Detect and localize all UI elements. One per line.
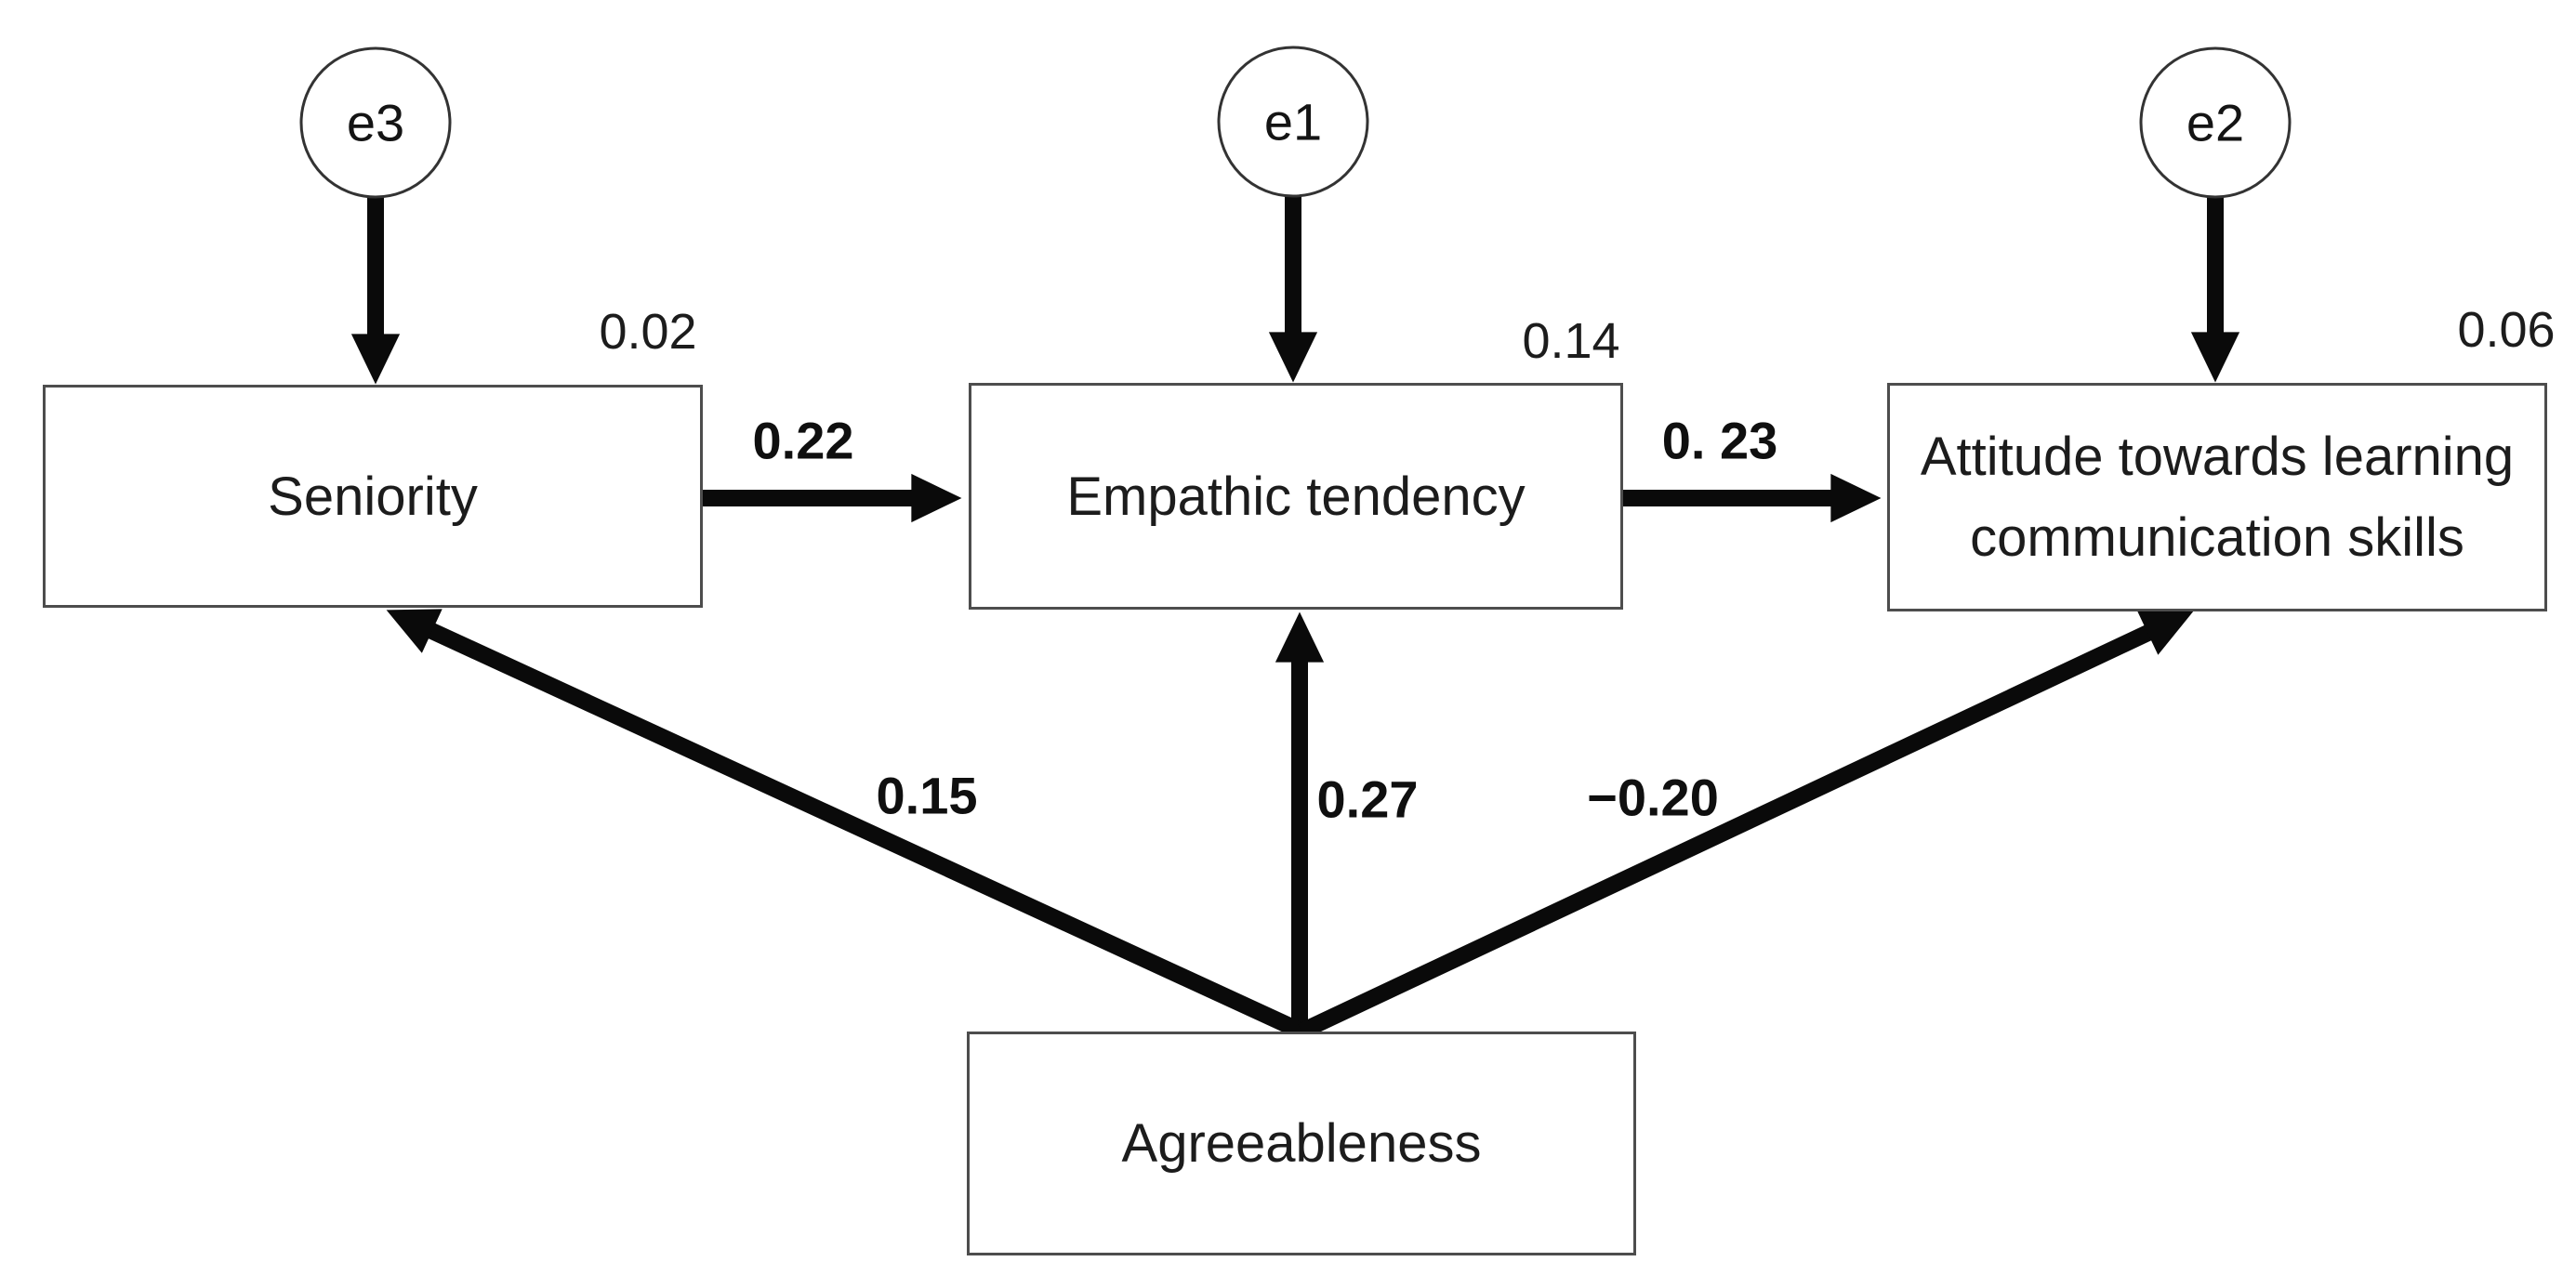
- coefficient-label-seniority-empathic: 0.22: [752, 411, 854, 470]
- variable-label-attitude-line1: Attitude towards learning: [1920, 427, 2515, 487]
- coefficient-label-agreeableness-empathic: 0.27: [1316, 769, 1419, 829]
- variable-box-empathic-tendency: Empathic tendency: [969, 383, 1623, 610]
- error-circle-e1: [1217, 46, 1369, 198]
- arrow-agreeableness-to-seniority: [386, 609, 1305, 1040]
- coefficient-label-empathic-attitude: 0. 23: [1661, 411, 1778, 470]
- arrow-agreeableness-to-attitude: [1298, 611, 2194, 1040]
- r-squared-label-empathic: 0.14: [1522, 313, 1620, 369]
- variable-label-agreeableness: Agreeableness: [1121, 1113, 1482, 1174]
- variable-label-seniority: Seniority: [268, 466, 478, 527]
- error-label-e3: e3: [346, 93, 405, 152]
- variable-label-attitude-line2: communication skills: [1970, 507, 2464, 568]
- r-squared-label-seniority: 0.02: [599, 304, 697, 360]
- error-label-e2: e2: [2186, 93, 2245, 152]
- error-circle-e3: [299, 46, 452, 199]
- r-squared-label-attitude: 0.06: [2457, 302, 2556, 358]
- coefficient-label-agreeableness-seniority: 0.15: [876, 766, 978, 825]
- coefficient-label-agreeableness-attitude: −0.20: [1587, 768, 1719, 827]
- variable-box-attitude: Attitude towards learning communication …: [1887, 383, 2547, 611]
- variable-box-seniority: Seniority: [43, 385, 703, 608]
- variable-box-agreeableness: Agreeableness: [967, 1032, 1636, 1255]
- error-circle-e2: [2139, 46, 2292, 199]
- variable-label-empathic-tendency: Empathic tendency: [1066, 466, 1526, 527]
- error-label-e1: e1: [1263, 92, 1323, 151]
